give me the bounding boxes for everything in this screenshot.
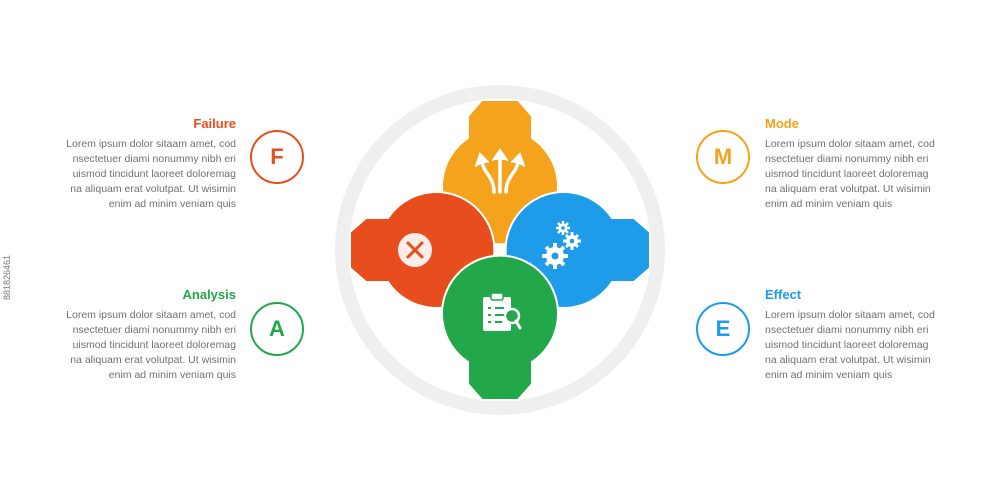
effect-block: Effect Lorem ipsum dolor sitaam amet, co…	[765, 287, 935, 383]
effect-badge: E	[696, 302, 750, 356]
image-id: 881826461	[2, 254, 12, 300]
outer-ring	[335, 85, 665, 415]
effect-title: Effect	[765, 287, 802, 302]
mode-block: Mode Lorem ipsum dolor sitaam amet, cod …	[765, 116, 935, 212]
gears-icon	[542, 221, 581, 269]
failure-title: Failure	[193, 116, 236, 131]
failure-text: Lorem ipsum dolor sitaam amet, cod nsect…	[66, 138, 236, 210]
analysis-title: Analysis	[182, 287, 236, 302]
analysis-block: Analysis Lorem ipsum dolor sitaam amet, …	[66, 287, 236, 383]
mode-text: Lorem ipsum dolor sitaam amet, cod nsect…	[765, 138, 935, 210]
mode-badge: M	[696, 130, 750, 184]
failure-block: Failure Lorem ipsum dolor sitaam amet, c…	[66, 116, 236, 212]
clipboard-search-icon	[483, 292, 522, 331]
mode-title: Mode	[765, 116, 799, 131]
failure-badge: F	[250, 130, 304, 184]
split-arrows-icon	[475, 148, 525, 194]
close-icon	[398, 233, 432, 267]
analysis-text: Lorem ipsum dolor sitaam amet, cod nsect…	[66, 309, 236, 381]
effect-text: Lorem ipsum dolor sitaam amet, cod nsect…	[765, 309, 935, 381]
analysis-badge: A	[250, 302, 304, 356]
fmea-petal-diagram	[335, 85, 665, 415]
